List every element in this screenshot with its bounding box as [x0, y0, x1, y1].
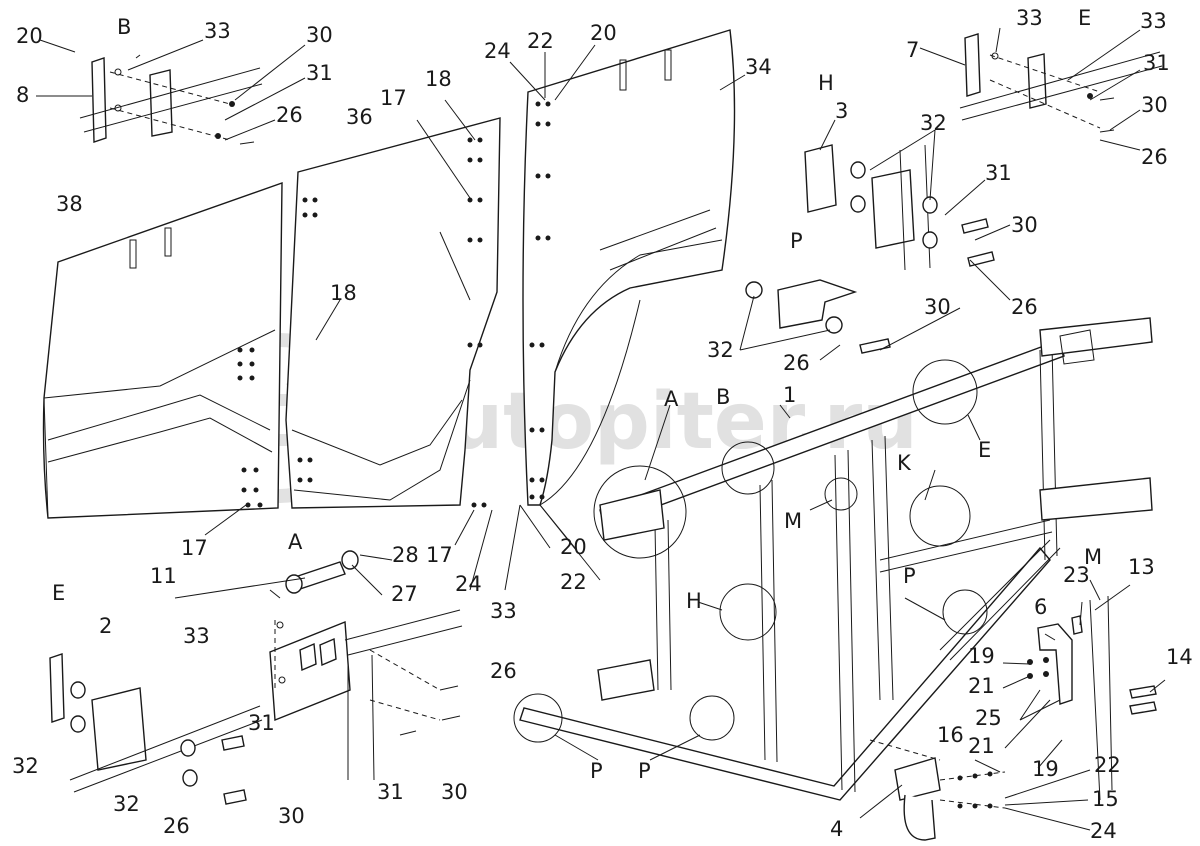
detail-b — [79, 57, 263, 145]
label-K: K — [897, 451, 912, 475]
label-B: B — [716, 385, 730, 409]
label-30: 30 — [306, 23, 333, 47]
label-15: 15 — [1092, 787, 1119, 811]
label-22: 22 — [527, 29, 554, 53]
label-11: 11 — [150, 564, 177, 588]
label-21: 21 — [968, 674, 995, 698]
label-M: M — [784, 509, 802, 533]
label-H: H — [686, 589, 702, 613]
label-26: 26 — [783, 351, 810, 375]
label-P: P — [590, 759, 603, 783]
detail-e-top — [959, 33, 1163, 133]
label-17: 17 — [380, 86, 407, 110]
label-22: 22 — [560, 570, 587, 594]
label-25: 25 — [975, 706, 1002, 730]
frame-1 — [519, 317, 1153, 801]
label-30: 30 — [924, 295, 951, 319]
detail-p-top — [745, 279, 891, 354]
label-31: 31 — [248, 711, 275, 735]
label-2: 2 — [99, 614, 112, 638]
label-24: 24 — [484, 39, 511, 63]
step-4 — [869, 739, 1006, 841]
label-20: 20 — [590, 21, 617, 45]
label-26: 26 — [1141, 145, 1168, 169]
callout-circles — [513, 359, 988, 743]
label-17: 17 — [426, 543, 453, 567]
label-32: 32 — [113, 792, 140, 816]
label-31: 31 — [377, 780, 404, 804]
label-7: 7 — [906, 38, 919, 62]
label-8: 8 — [16, 83, 29, 107]
label-A: A — [664, 387, 679, 411]
leader-lines — [36, 27, 1166, 831]
label-E: E — [1078, 6, 1091, 30]
callout-labels: 20 B 33 30 8 31 26 24 22 20 34 18 36 17 … — [12, 6, 1193, 843]
label-30: 30 — [278, 804, 305, 828]
label-18: 18 — [425, 67, 452, 91]
detail-h-top — [804, 144, 995, 271]
label-18: 18 — [330, 281, 357, 305]
label-E: E — [978, 438, 991, 462]
label-19: 19 — [968, 644, 995, 668]
detail-a-pin — [269, 550, 359, 599]
label-M: M — [1084, 545, 1102, 569]
label-H: H — [818, 71, 834, 95]
label-36: 36 — [346, 105, 373, 129]
label-26: 26 — [163, 814, 190, 838]
label-13: 13 — [1128, 555, 1155, 579]
label-26: 26 — [490, 659, 517, 683]
label-3: 3 — [835, 99, 848, 123]
label-P: P — [638, 759, 651, 783]
label-32: 32 — [707, 338, 734, 362]
watermark-text: autopiter.ru — [395, 377, 918, 467]
label-E: E — [52, 581, 65, 605]
label-17: 17 — [181, 536, 208, 560]
label-33: 33 — [1140, 9, 1167, 33]
label-A: A — [288, 530, 303, 554]
label-28: 28 — [392, 543, 419, 567]
label-27: 27 — [391, 582, 418, 606]
label-30: 30 — [1141, 93, 1168, 117]
label-30: 30 — [441, 780, 468, 804]
label-33: 33 — [204, 19, 231, 43]
label-24: 24 — [455, 572, 482, 596]
label-34: 34 — [745, 55, 772, 79]
detail-a-bracket — [269, 609, 463, 781]
label-31: 31 — [306, 61, 333, 85]
label-32: 32 — [12, 754, 39, 778]
label-21: 21 — [968, 734, 995, 758]
label-38: 38 — [56, 192, 83, 216]
label-30: 30 — [1011, 213, 1038, 237]
label-24: 24 — [1090, 819, 1117, 843]
label-14: 14 — [1166, 645, 1193, 669]
label-16: 16 — [937, 723, 964, 747]
side-panel-38 — [42, 182, 283, 519]
label-31: 31 — [1143, 51, 1170, 75]
label-P: P — [903, 564, 916, 588]
label-26: 26 — [1011, 295, 1038, 319]
fender-panel-34 — [522, 29, 736, 506]
label-6: 6 — [1034, 595, 1047, 619]
watermark: autopiter.ru — [195, 333, 918, 503]
label-26: 26 — [276, 103, 303, 127]
label-20: 20 — [560, 535, 587, 559]
label-31: 31 — [985, 161, 1012, 185]
label-20: 20 — [16, 24, 43, 48]
side-panel-36 — [285, 117, 501, 509]
label-33: 33 — [1016, 6, 1043, 30]
label-B: B — [117, 15, 131, 39]
label-23: 23 — [1063, 563, 1090, 587]
detail-e-bottom — [49, 653, 263, 805]
label-4: 4 — [830, 817, 843, 841]
detail-m — [1027, 595, 1157, 801]
label-1: 1 — [783, 383, 796, 407]
label-33: 33 — [490, 599, 517, 623]
label-19: 19 — [1032, 757, 1059, 781]
label-32: 32 — [920, 111, 947, 135]
label-P: P — [790, 229, 803, 253]
label-22: 22 — [1094, 753, 1121, 777]
label-33: 33 — [183, 624, 210, 648]
